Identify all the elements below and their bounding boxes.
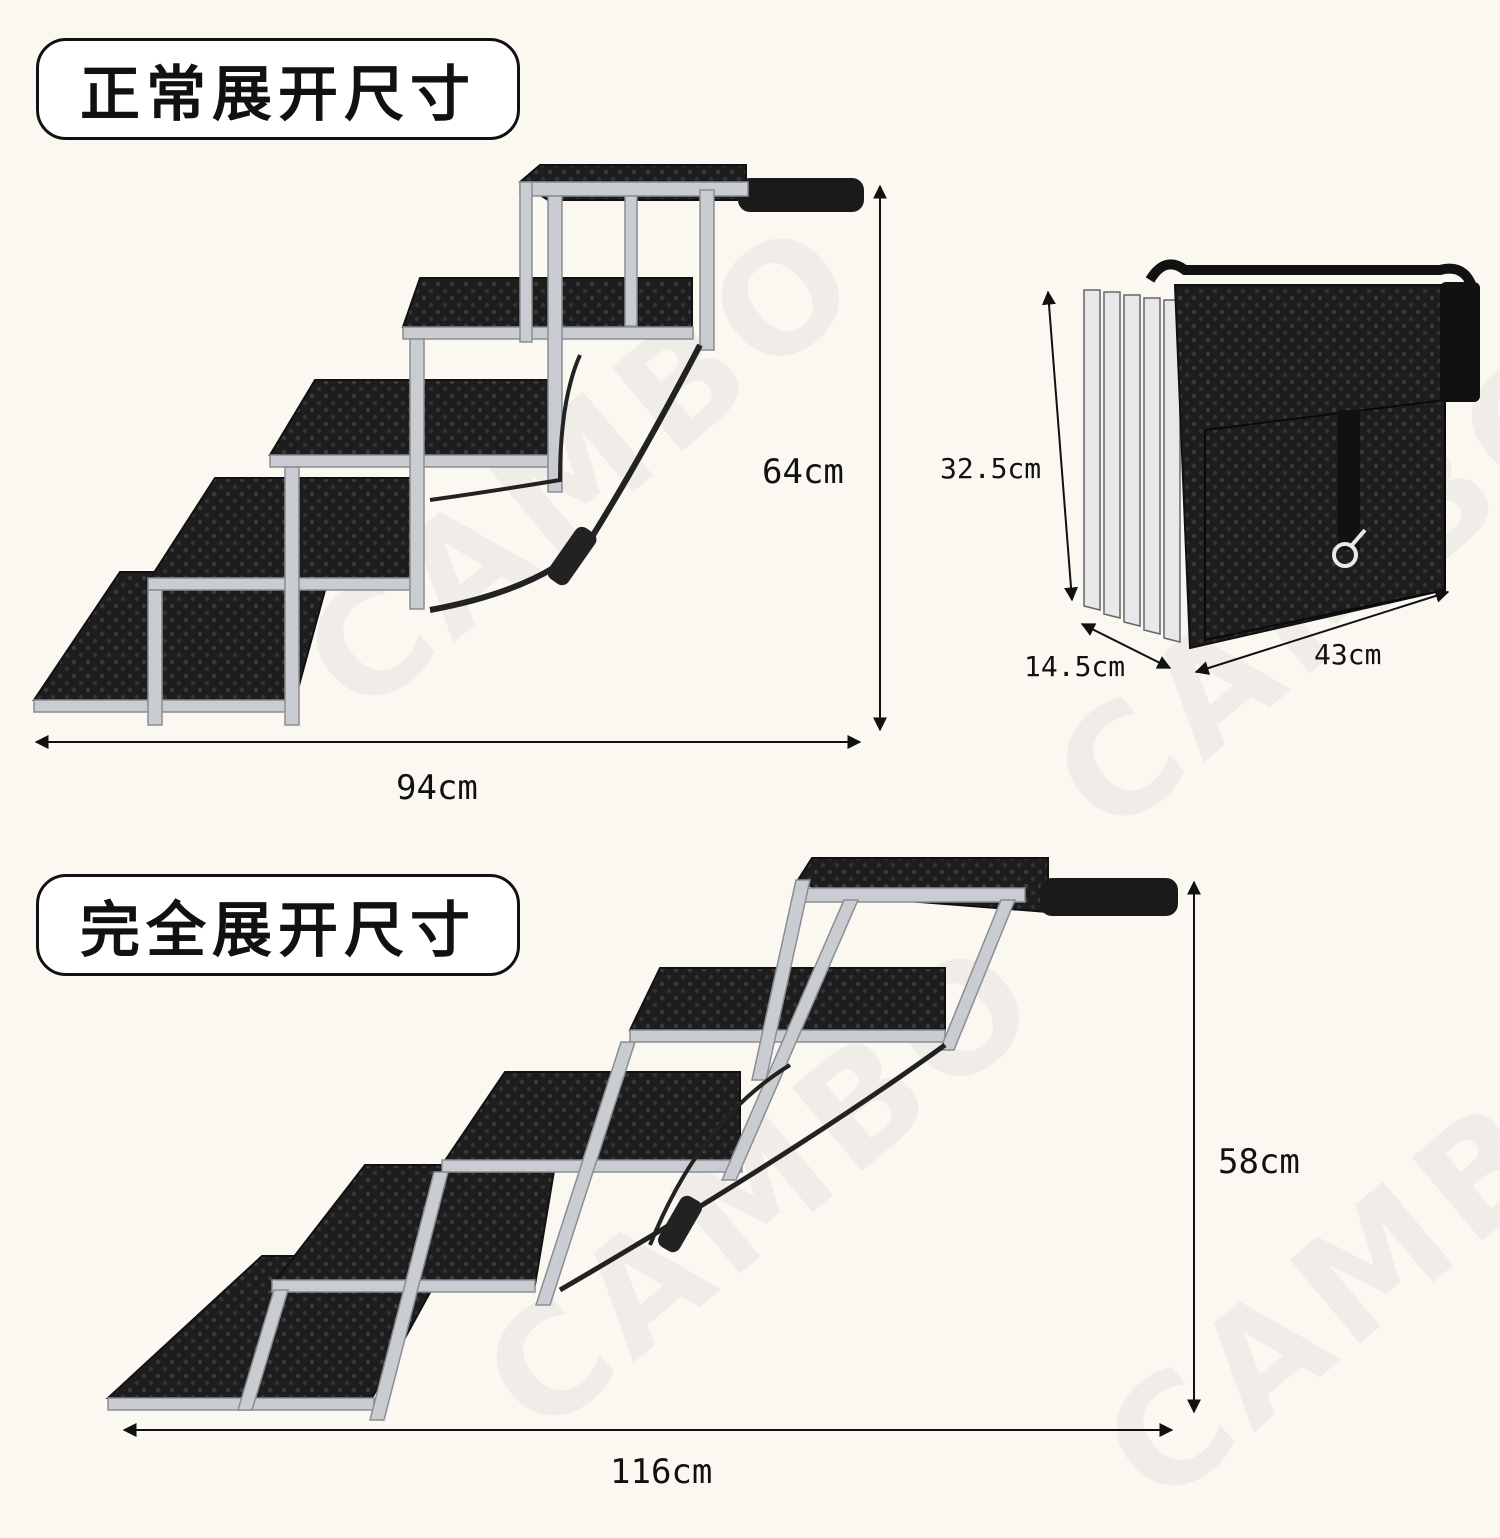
step-3 (268, 379, 549, 456)
label-normal-height: 64cm (762, 452, 844, 492)
handle (1040, 878, 1178, 916)
strap (558, 1042, 947, 1293)
stairs-normal-illustration (32, 164, 864, 726)
section-title-full: 完全展开尺寸 (36, 874, 520, 976)
illustration-canvas (32, 164, 1480, 1437)
dim-line-folded-depth (1080, 623, 1172, 669)
dim-line-folded-length (1194, 589, 1450, 675)
stairs-full-illustration (105, 857, 1178, 1421)
label-folded-height: 32.5cm (940, 452, 1042, 485)
section-title-normal: 正常展开尺寸 (36, 38, 520, 140)
stage: CAMBO CAMBO CAMBO CAMBO 正常展开尺寸 完全展开尺寸 (32, 38, 1500, 1538)
label-full-height: 58cm (1218, 1142, 1300, 1182)
step-2 (146, 477, 421, 583)
handle (738, 178, 864, 212)
label-full-width: 116cm (610, 1452, 713, 1492)
folded-bag-illustration (1083, 259, 1480, 650)
dim-line-folded-height (1042, 290, 1078, 602)
label-folded-length: 43cm (1314, 638, 1382, 671)
label-normal-width: 94cm (396, 768, 478, 808)
label-folded-depth: 14.5cm (1024, 650, 1126, 683)
